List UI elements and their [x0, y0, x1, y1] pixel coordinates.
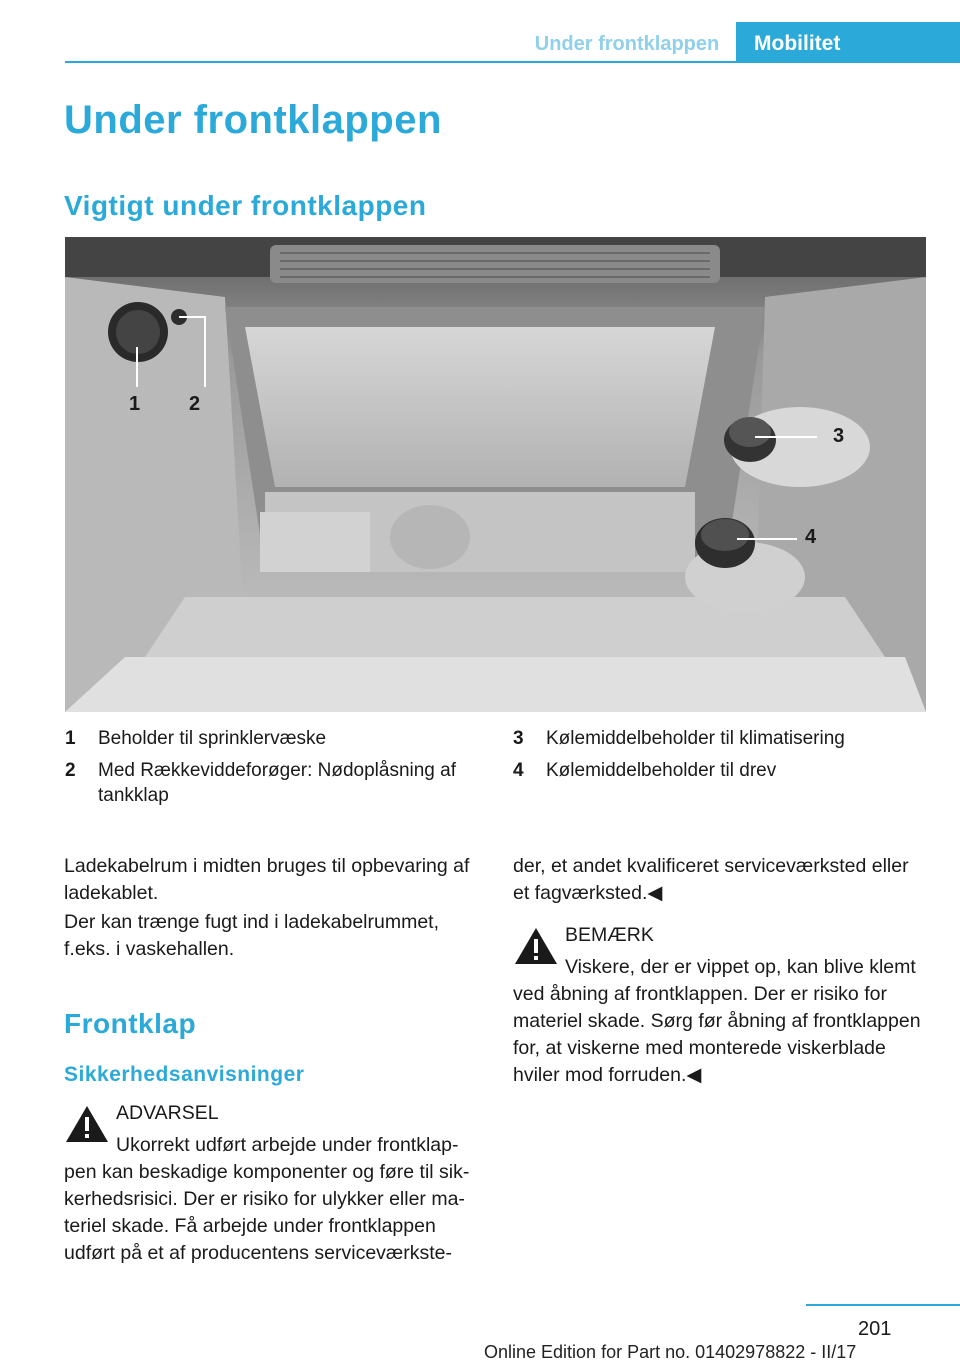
text-line: Der kan trænge fugt ind i ladekabelrumme… — [64, 911, 440, 933]
callout-4: 4 — [805, 526, 817, 548]
legend-text: Med Rækkeviddeforøger: Nødoplåsning af — [98, 760, 457, 781]
chapter-tab: Mobilitet — [736, 22, 960, 63]
text-line: Ladekabelrum i midten bruges til opbevar… — [64, 855, 470, 877]
text-line: Ukorrekt udført arbejde under frontklap- — [116, 1134, 459, 1156]
header-rule — [65, 61, 960, 63]
legend-num: 4 — [513, 760, 524, 781]
legend-right: 3 Kølemiddelbeholder til klimatisering 4… — [513, 726, 933, 786]
text-line: materiel skade. Sørg før åbning af front… — [513, 1010, 921, 1032]
text-line: kerhedsrisici. Der er risiko for ulykker… — [64, 1188, 465, 1210]
legend-num: 3 — [513, 728, 524, 749]
warning-icon — [66, 1106, 108, 1142]
text-line: Viskere, der er vippet op, kan blive kle… — [565, 956, 916, 978]
paragraph: Der kan trænge fugt ind i ladekabelrumme… — [64, 909, 494, 963]
footer-rule — [806, 1304, 960, 1306]
text-line: for, at viskerne med monterede viskerbla… — [513, 1037, 886, 1059]
section-subtitle: Vigtigt under frontklappen — [64, 190, 427, 221]
section-title: Frontklap — [64, 1008, 197, 1039]
text-line: et fagværksted.◀ — [513, 882, 663, 904]
callout-3: 3 — [833, 425, 844, 447]
footer-text: Online Edition for Part no. 01402978822 … — [484, 1342, 857, 1362]
notice-icon — [515, 928, 557, 964]
text-line: hviler mod forruden.◀ — [513, 1064, 702, 1086]
subsection-title: Sikkerhedsanvisninger — [64, 1063, 305, 1086]
paragraph: Ladekabelrum i midten bruges til opbevar… — [64, 853, 494, 907]
warning-label: ADVARSEL — [116, 1102, 219, 1124]
text-line: f.eks. i vaskehallen. — [64, 938, 235, 960]
legend-num: 1 — [65, 728, 76, 749]
page-title: Under frontklappen — [64, 98, 442, 142]
callout-1: 1 — [129, 393, 140, 415]
text-line: teriel skade. Få arbejde under frontklap… — [64, 1215, 436, 1237]
callout-2: 2 — [189, 393, 200, 415]
legend-text: Kølemiddelbeholder til drev — [546, 760, 777, 781]
section-tab: Under frontklappen — [534, 33, 720, 55]
text-line: ved åbning af frontklappen. Der er risik… — [513, 983, 887, 1005]
text-line: ladekablet. — [64, 882, 159, 904]
page-number: 201 — [858, 1318, 892, 1340]
legend-text: tankklap — [98, 785, 169, 806]
legend-text: Beholder til sprinklervæske — [98, 728, 327, 749]
legend-num: 2 — [65, 760, 76, 781]
text-line: udført på et af producentens serviceværk… — [64, 1242, 453, 1264]
legend-text: Kølemiddelbeholder til klimatisering — [546, 728, 845, 749]
text-line: der, et andet kvalificeret serviceværkst… — [513, 855, 909, 877]
legend-left: 1 Beholder til sprinklervæske 2 Med Rækk… — [65, 726, 485, 806]
notice-label: BEMÆRK — [565, 924, 654, 946]
engine-bay-figure: 1 2 3 4 — [65, 237, 926, 712]
text-line: pen kan beskadige komponenter og føre ti… — [64, 1161, 470, 1183]
